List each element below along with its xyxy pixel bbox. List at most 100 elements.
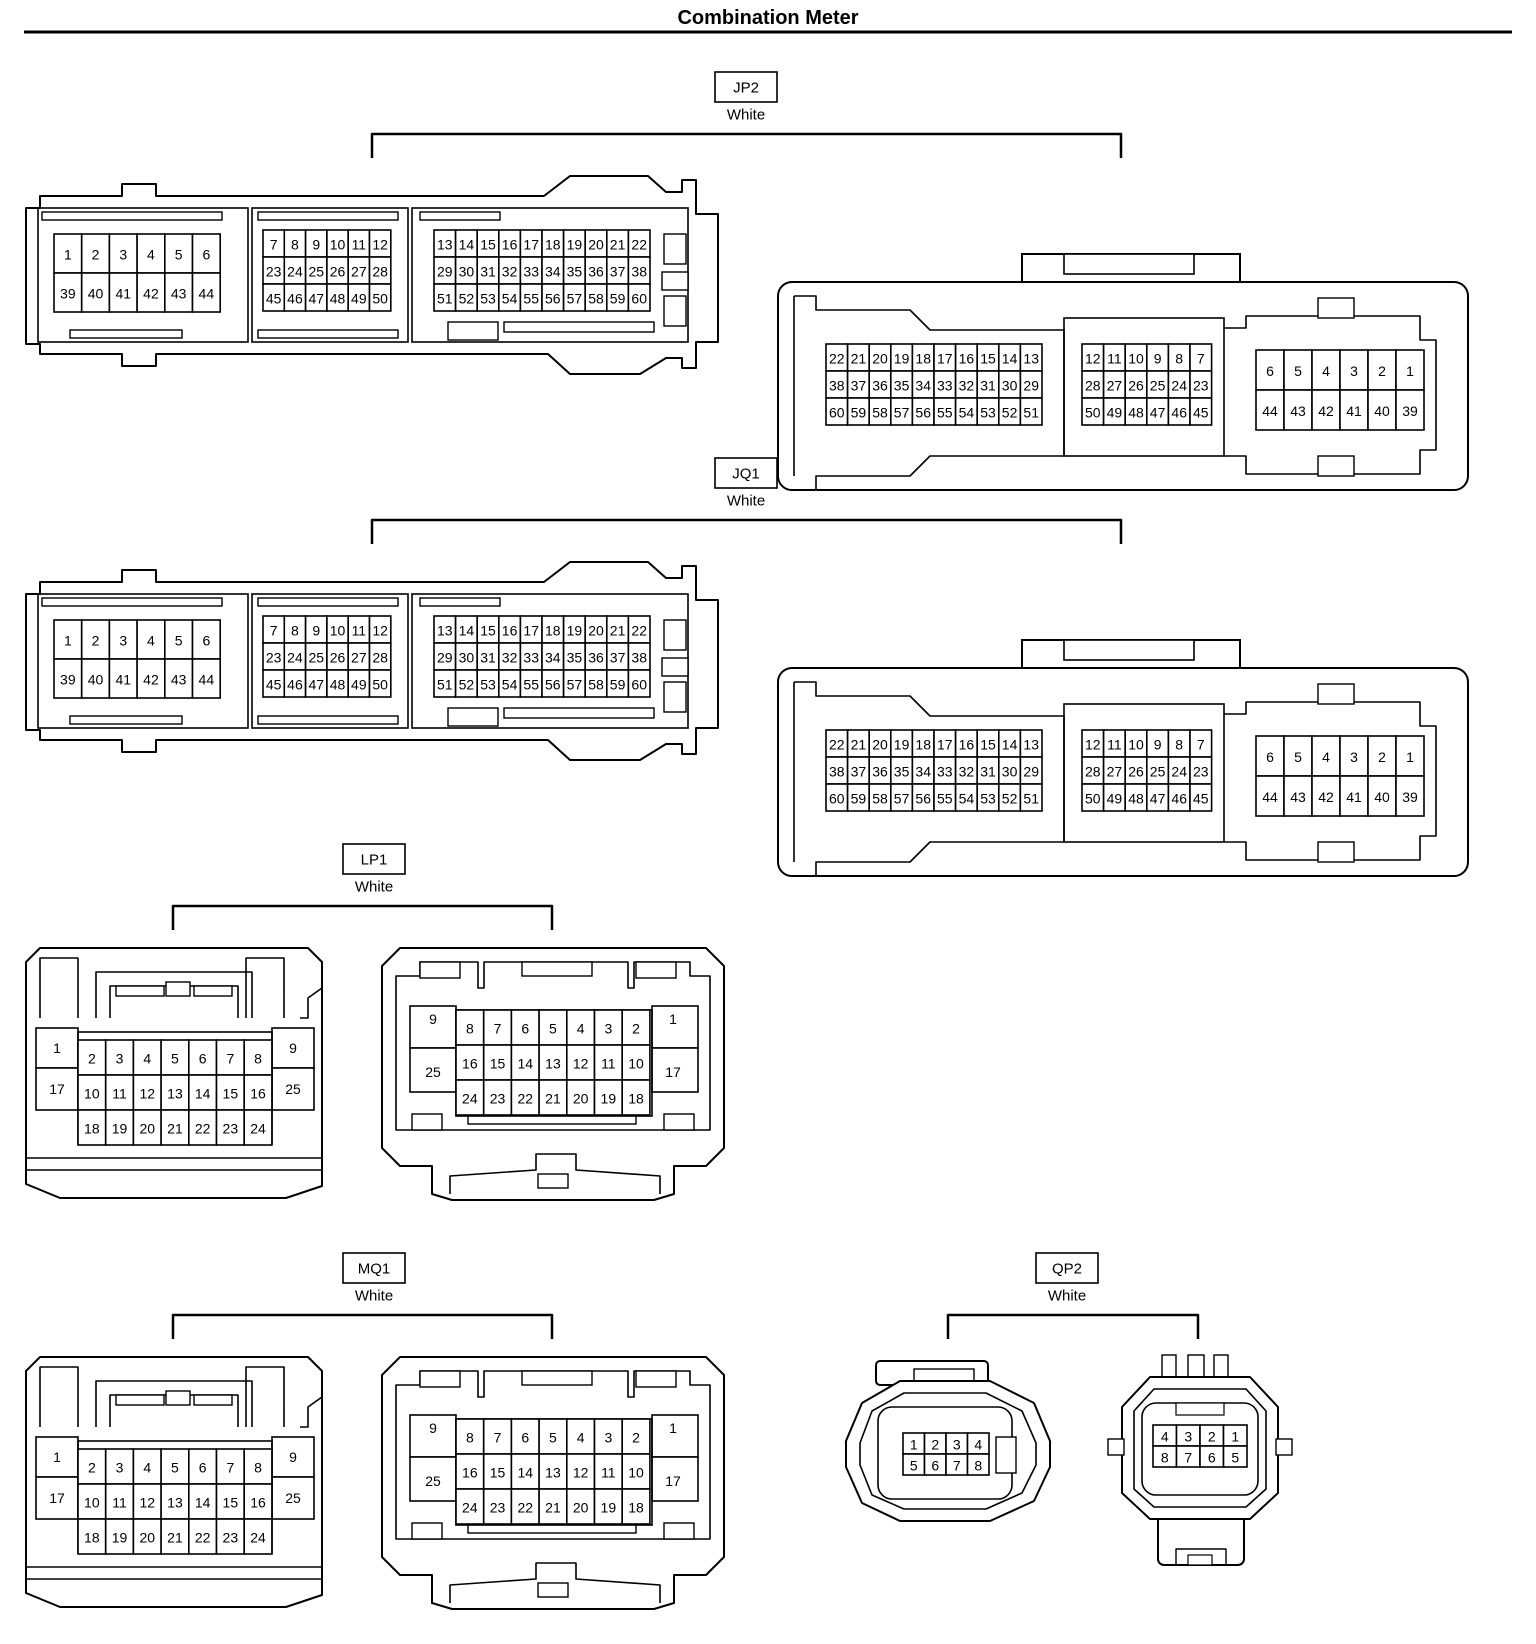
pin-label: 2: [92, 247, 100, 263]
pin-label: 16: [502, 623, 518, 639]
pin-label: 36: [872, 764, 888, 780]
pin-label: 50: [372, 677, 388, 693]
pin-label: 48: [1128, 791, 1144, 807]
pin-label: 57: [894, 791, 910, 807]
pin-cell: [215, 1483, 246, 1520]
pin-label: 26: [330, 650, 346, 666]
pin-label: 47: [308, 291, 324, 307]
pin-cell: [1283, 389, 1313, 431]
pin-label: 4: [143, 1460, 151, 1476]
pin-label: 13: [167, 1495, 183, 1511]
latch-rail: [257, 211, 399, 221]
pin-label: 22: [517, 1091, 533, 1107]
pin-label: 35: [894, 764, 910, 780]
pin-label: 19: [112, 1530, 128, 1546]
pin-cell: [35, 1067, 79, 1111]
male-side-key: [1275, 1438, 1293, 1456]
pin-cell: [1283, 775, 1313, 817]
pin-label: 22: [195, 1121, 211, 1137]
pin-label: 14: [517, 1465, 533, 1481]
pin-label: 52: [1002, 405, 1018, 421]
pin-cell: [1255, 735, 1285, 777]
pin-label: 18: [545, 623, 561, 639]
pin-cell: [1367, 349, 1397, 391]
pin-label: 37: [851, 764, 867, 780]
pin-label: 27: [351, 264, 367, 280]
pin-label: 29: [1023, 378, 1039, 394]
pin-cell: [627, 669, 651, 698]
pin-cell: [409, 1047, 457, 1093]
pin-cell: [538, 1453, 568, 1490]
pin-label: 24: [250, 1121, 266, 1137]
pin-label: 39: [1402, 789, 1418, 805]
connector-code-box: [342, 843, 406, 875]
pin-label: 12: [573, 1465, 589, 1481]
pin-label: 46: [287, 677, 303, 693]
pin-label: 5: [910, 1458, 918, 1474]
female-base: [26, 1157, 322, 1171]
pin-label: 42: [1318, 403, 1334, 419]
latch-rail: [419, 211, 501, 221]
pin-label: 3: [953, 1437, 961, 1453]
pin-label: 49: [351, 677, 367, 693]
pin-cell: [188, 1109, 218, 1146]
male-key: [663, 1113, 695, 1131]
pin-label: 49: [1107, 405, 1123, 421]
pin-label: 45: [1193, 791, 1209, 807]
latch-rail: [257, 597, 399, 607]
pin-label: 51: [437, 291, 453, 307]
pin-label: 9: [1154, 737, 1162, 753]
pin-label: 16: [250, 1495, 266, 1511]
pin-label: 34: [915, 378, 931, 394]
pin-label: 13: [545, 1056, 561, 1072]
female-inner-wall: [859, 1392, 1037, 1510]
pin-label: 45: [266, 291, 282, 307]
pin-label: 3: [119, 247, 127, 263]
pin-cell: [108, 658, 138, 699]
male-key: [635, 961, 677, 979]
connector-color: White: [355, 1288, 393, 1305]
pin-label: 10: [84, 1086, 100, 1102]
latch-rail: [503, 707, 655, 719]
pin-label: 11: [601, 1465, 616, 1481]
pin-label: 48: [1128, 405, 1144, 421]
pin-cell: [215, 1039, 246, 1076]
pin-label: 34: [545, 650, 561, 666]
pin-label: 17: [49, 1081, 65, 1097]
connector-bracket: [370, 132, 1123, 158]
pin-label: 30: [1002, 764, 1018, 780]
pin-label: 5: [1294, 749, 1302, 765]
key-slot: [661, 271, 689, 291]
page-title: Combination Meter: [677, 7, 858, 29]
pin-cell: [1339, 389, 1369, 431]
pin-label: 22: [631, 623, 647, 639]
pin-label: 55: [523, 291, 539, 307]
pin-label: 41: [115, 672, 131, 688]
pin-label: 8: [466, 1430, 474, 1446]
pin-cell: [1339, 775, 1369, 817]
pin-cell: [132, 1448, 162, 1485]
pin-label: 56: [915, 791, 931, 807]
pin-label: 19: [601, 1091, 617, 1107]
pin-label: 53: [980, 791, 996, 807]
pin-label: 35: [567, 650, 583, 666]
pin-label: 47: [1150, 791, 1166, 807]
pin-label: 16: [959, 351, 975, 367]
pin-label: 18: [628, 1091, 644, 1107]
pin-label: 51: [437, 677, 453, 693]
pin-label: 9: [289, 1449, 297, 1465]
pin-label: 17: [665, 1473, 681, 1489]
pin-label: 24: [1171, 378, 1187, 394]
pin-label: 10: [330, 623, 346, 639]
connector-code: JP2: [733, 80, 759, 97]
pin-label: 25: [308, 650, 324, 666]
connector-bracket: [946, 1313, 1200, 1339]
